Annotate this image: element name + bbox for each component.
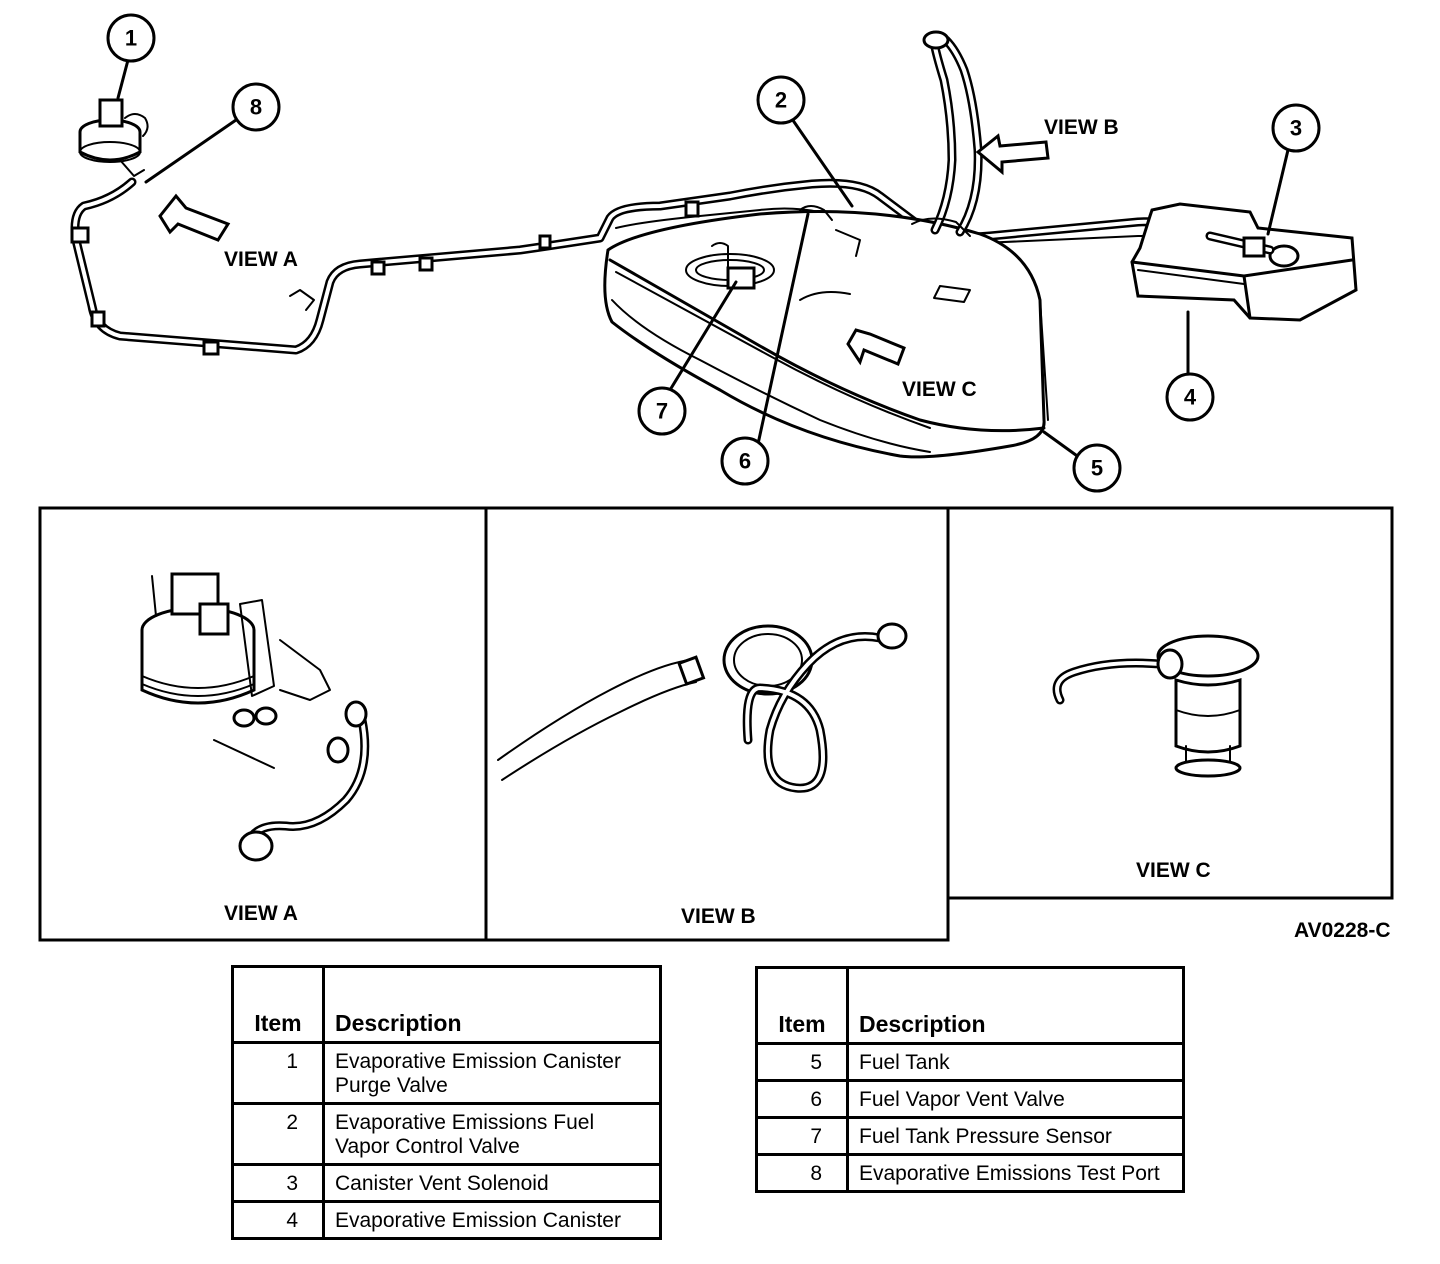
overview-view-b-label: VIEW B [1044,116,1119,139]
table-row: 8 Evaporative Emissions Test Port [755,1153,1185,1193]
item-number: 7 [755,1116,849,1156]
svg-text:1: 1 [125,26,137,51]
view-b-label: VIEW B [681,905,756,928]
overview-view-a-label: VIEW A [224,248,298,271]
view-a-label: VIEW A [224,902,298,925]
item-number: 5 [755,1042,849,1082]
description-header: Description [846,966,1185,1045]
overview-view-c-label: VIEW C [902,378,977,401]
table-row: 4 Evaporative Emission Canister [231,1200,662,1240]
svg-text:4: 4 [1184,385,1197,410]
figure-code: AV0228-C [1294,919,1391,942]
canister-drawing [1130,202,1358,322]
legend-table-right: Item Description 5 Fuel Tank 6 Fuel Vapo… [755,966,1185,1193]
legend-right-header-row: Item Description [755,966,1185,1045]
callout-6: 6 [720,436,770,486]
table-row: 3 Canister Vent Solenoid [231,1163,662,1203]
table-row: 2 Evaporative Emissions Fuel Vapor Contr… [231,1102,662,1166]
table-row: 5 Fuel Tank [755,1042,1185,1082]
callout-5: 5 [1072,443,1122,493]
callout-8: 8 [231,82,281,132]
view-c-label: VIEW C [1136,859,1211,882]
legend-table-left: Item Description 1 Evaporative Emission … [231,965,662,1240]
item-description: Evaporative Emission Canister [322,1200,662,1240]
callout-7: 7 [637,386,687,436]
table-row: 6 Fuel Vapor Vent Valve [755,1079,1185,1119]
item-description: Fuel Tank [846,1042,1185,1082]
svg-text:7: 7 [656,399,668,424]
view-b-panel [484,506,950,942]
callout-1: 1 [106,13,156,63]
item-header: Item [755,966,849,1045]
item-number: 4 [231,1200,325,1240]
item-description: Evaporative Emissions Fuel Vapor Control… [322,1102,662,1166]
callout-2: 2 [756,75,806,125]
svg-text:6: 6 [739,449,751,474]
item-description: Fuel Vapor Vent Valve [846,1079,1185,1119]
legend-left-header-row: Item Description [231,965,662,1044]
item-number: 3 [231,1163,325,1203]
view-c-arrow [846,328,906,366]
svg-text:8: 8 [250,95,262,120]
purge-valve-drawing [78,98,149,177]
item-header: Item [231,965,325,1044]
evap-system-diagram: VIEW A VIEW B VIEW C 1 2 3 4 5 6 7 8 [38,13,1394,942]
svg-text:3: 3 [1290,116,1302,141]
table-row: 1 Evaporative Emission Canister Purge Va… [231,1041,662,1105]
item-description: Fuel Tank Pressure Sensor [846,1116,1185,1156]
view-a-panel [38,506,488,942]
filler-tube-drawing [911,30,983,237]
item-description: Canister Vent Solenoid [322,1163,662,1203]
item-description: Evaporative Emission Canister Purge Valv… [322,1041,662,1105]
table-row: 7 Fuel Tank Pressure Sensor [755,1116,1185,1156]
overview-illustration [70,30,1358,459]
callout-4: 4 [1165,372,1215,422]
item-number: 8 [755,1153,849,1193]
svg-text:2: 2 [775,88,787,113]
item-number: 6 [755,1079,849,1119]
view-a-arrow [158,193,231,242]
leader-lines [116,58,1290,460]
svg-text:5: 5 [1091,456,1103,481]
item-number: 1 [231,1041,325,1105]
view-c-panel [946,506,1394,900]
callout-3: 3 [1271,103,1321,153]
description-header: Description [322,965,662,1044]
item-number: 2 [231,1102,325,1166]
view-b-arrow [975,133,1050,176]
item-description: Evaporative Emissions Test Port [846,1153,1185,1193]
